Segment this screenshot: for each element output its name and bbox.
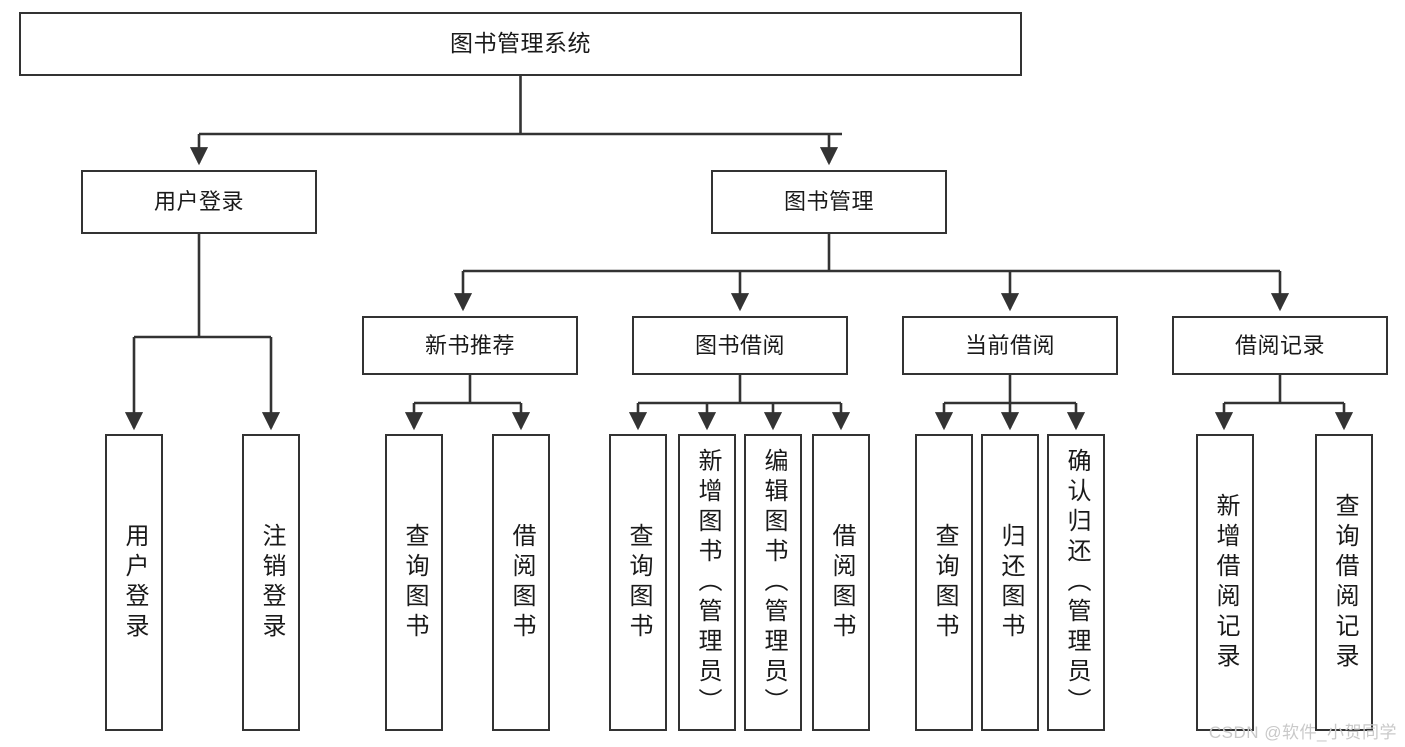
node-label: 借阅图书 (508, 522, 535, 643)
node-leaf-edit-book[interactable]: 编辑图书（管理员） (744, 434, 802, 731)
node-leaf-return-book[interactable]: 归还图书 (981, 434, 1039, 731)
node-label: 新增借阅记录 (1212, 492, 1239, 673)
node-leaf-borrow-book[interactable]: 借阅图书 (812, 434, 870, 731)
node-leaf-add-book[interactable]: 新增图书（管理员） (678, 434, 736, 731)
node-leaf-logout[interactable]: 注销登录 (242, 434, 300, 731)
node-label: 查询图书 (931, 522, 958, 643)
node-label: 新书推荐 (424, 332, 515, 358)
node-label: 查询图书 (625, 522, 652, 643)
node-leaf-query-book-current[interactable]: 查询图书 (915, 434, 973, 731)
node-label: 当前借阅 (964, 332, 1055, 358)
node-root-book-management-system[interactable]: 图书管理系统 (19, 12, 1022, 76)
node-label: 注销登录 (258, 522, 285, 643)
node-new-book-recommend[interactable]: 新书推荐 (362, 316, 578, 375)
node-borrow-record[interactable]: 借阅记录 (1172, 316, 1388, 375)
node-label: 用户登录 (153, 189, 244, 215)
node-label: 图书借阅 (694, 332, 785, 358)
node-book-borrow[interactable]: 图书借阅 (632, 316, 848, 375)
csdn-watermark: CSDN @软件_小贺同学 (1208, 723, 1397, 742)
node-label: 确认归还（管理员） (1063, 447, 1090, 718)
node-leaf-query-book-recommend[interactable]: 查询图书 (385, 434, 443, 731)
node-label: 借阅记录 (1234, 332, 1325, 358)
node-label: 用户登录 (121, 522, 148, 643)
node-label: 查询图书 (401, 522, 428, 643)
node-label: 查询借阅记录 (1331, 492, 1358, 673)
node-leaf-query-book-borrow[interactable]: 查询图书 (609, 434, 667, 731)
node-label: 图书管理系统 (450, 30, 591, 57)
node-label: 归还图书 (997, 522, 1024, 643)
node-book-manage[interactable]: 图书管理 (711, 170, 947, 234)
node-label: 新增图书（管理员） (694, 447, 721, 718)
node-leaf-user-login[interactable]: 用户登录 (105, 434, 163, 731)
node-label: 图书管理 (783, 189, 874, 215)
node-leaf-confirm-return[interactable]: 确认归还（管理员） (1047, 434, 1105, 731)
node-current-borrow[interactable]: 当前借阅 (902, 316, 1118, 375)
node-leaf-borrow-book-recommend[interactable]: 借阅图书 (492, 434, 550, 731)
node-label: 借阅图书 (828, 522, 855, 643)
node-leaf-query-borrow-record[interactable]: 查询借阅记录 (1315, 434, 1373, 731)
node-leaf-add-borrow-record[interactable]: 新增借阅记录 (1196, 434, 1254, 731)
node-label: 编辑图书（管理员） (760, 447, 787, 718)
node-user-login[interactable]: 用户登录 (81, 170, 317, 234)
